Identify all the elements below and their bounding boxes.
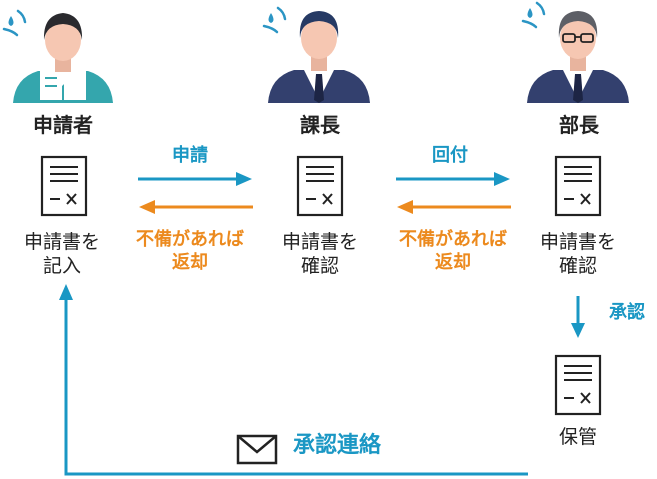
return-arrow-2 [397,200,511,214]
task-director: 申請書を 確認 [540,231,616,279]
task-manager-line1: 申請書を [281,231,359,253]
manager-person-icon [262,6,370,103]
envelope-icon [236,434,278,465]
flow-forward-label: 回付 [432,145,468,166]
task-applicant-line1: 申請書を [23,231,101,253]
archive-label: 保管 [558,426,598,448]
flow-return1-line1: 不備があれば [136,229,244,250]
notice-label: 承認連絡 [293,433,382,458]
flow-return2-line2: 返却 [435,251,471,273]
task-applicant-line2: 記入 [42,254,82,277]
flow-return1-label: 不備があれば 返却 [136,229,244,274]
return-arrow-1 [139,200,253,214]
role-manager: 課長 [300,113,340,137]
flow-return2-line1: 不備があれば [399,229,507,250]
approve-arrow [571,296,585,338]
director-document-icon [554,155,602,217]
director-person-icon [521,1,629,103]
flow-approve-label: 承認 [609,302,645,323]
flow-return2-label: 不備があれば 返却 [399,229,507,274]
applicant-person-icon [2,9,113,103]
applicant-document-icon [40,155,88,217]
notice-arrow [59,284,528,476]
task-manager: 申請書を 確認 [282,231,358,279]
flow-apply-label: 申請 [172,145,208,166]
archive-document-icon [554,354,602,416]
task-manager-line2: 確認 [300,254,340,277]
role-applicant: 申請者 [33,113,93,137]
manager-document-icon [296,155,344,217]
flow-return1-line2: 返却 [172,251,208,273]
task-applicant: 申請書を 記入 [24,231,100,279]
apply-arrow [138,172,252,186]
role-director: 部長 [559,113,599,137]
task-director-line1: 申請書を [539,231,617,253]
forward-arrow [396,172,510,186]
task-director-line2: 確認 [558,254,598,277]
